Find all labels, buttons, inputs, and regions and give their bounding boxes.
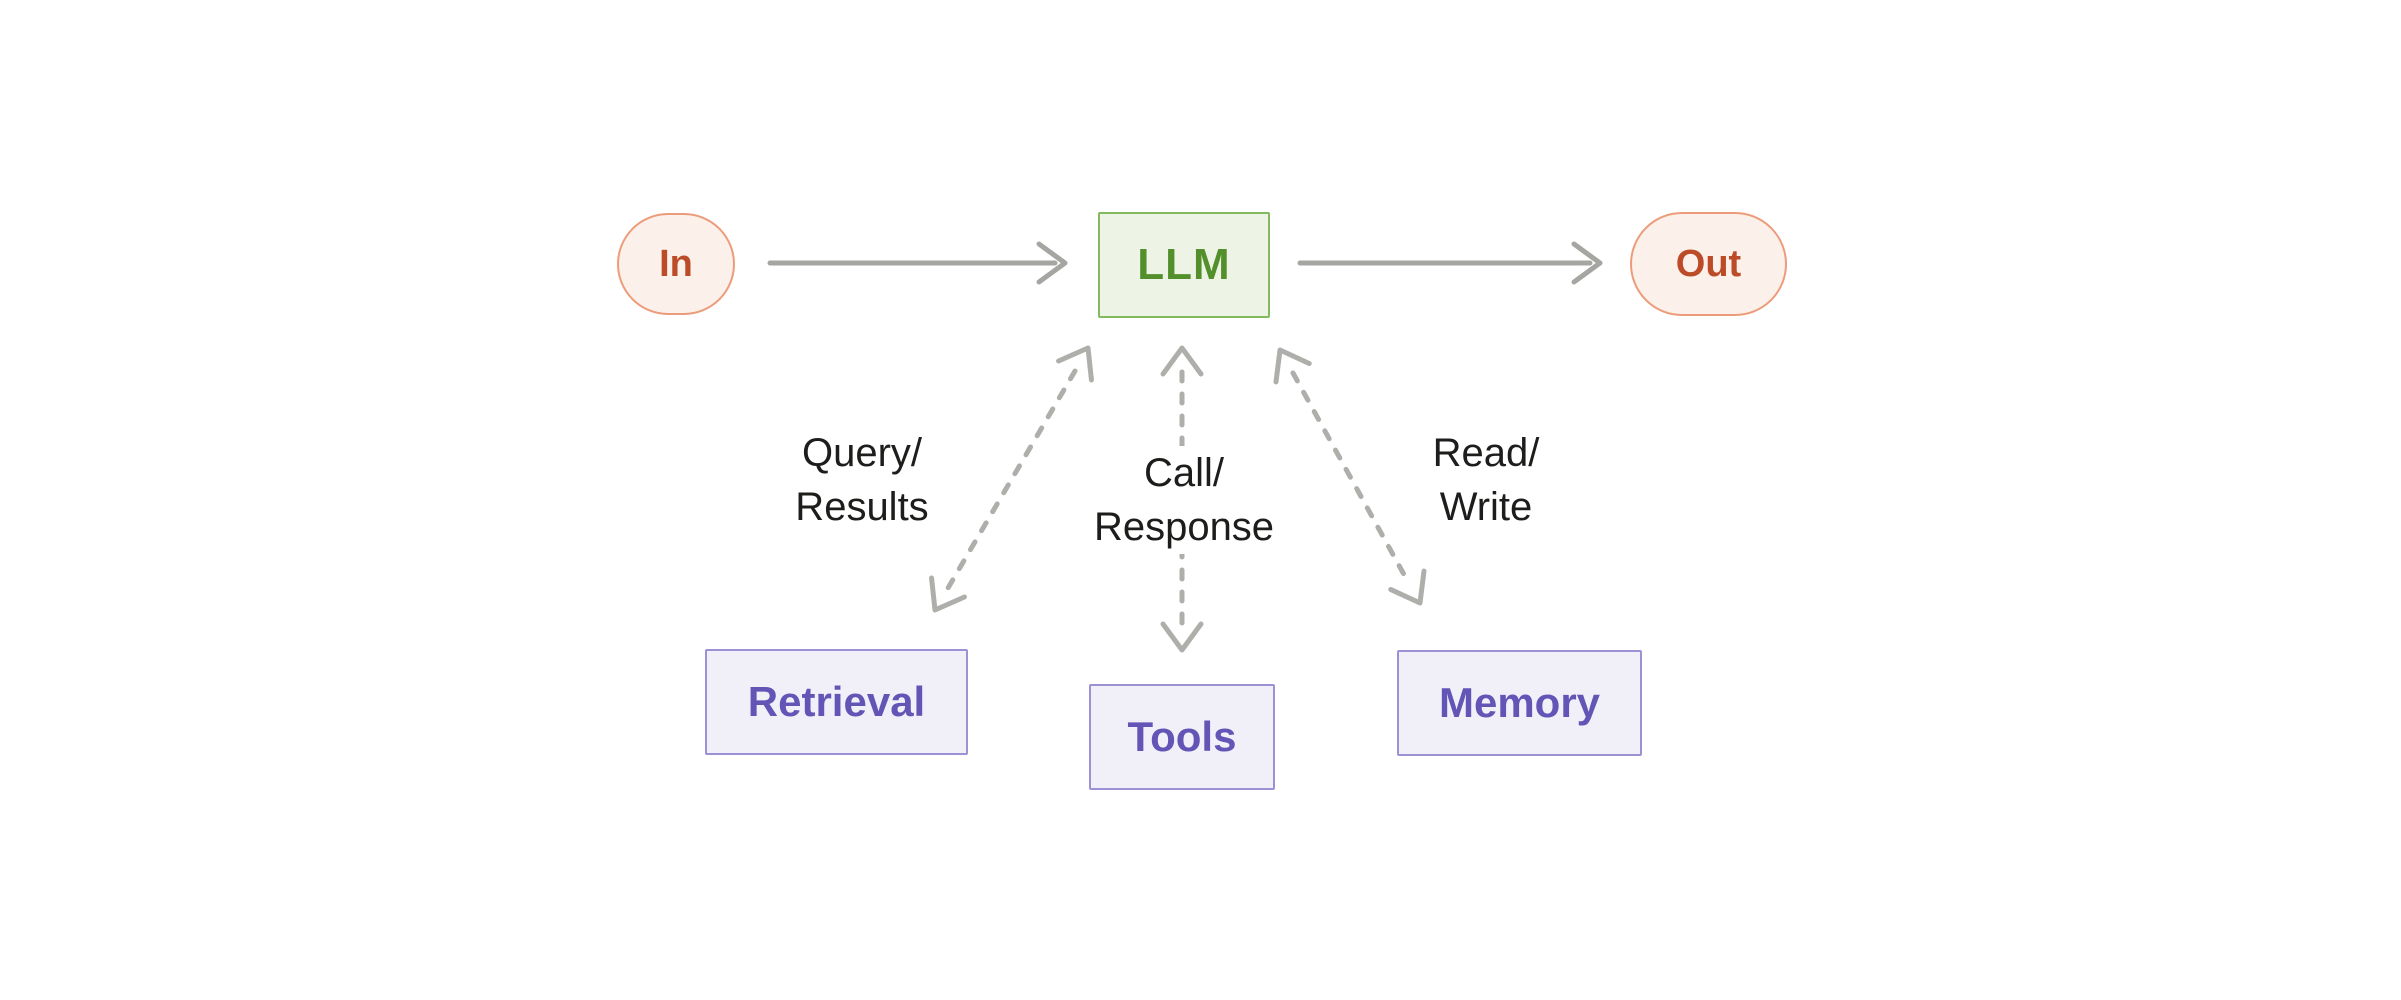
call-response-label-line2: Response [1093, 505, 1275, 549]
llm-node: LLM [1098, 212, 1270, 318]
query-results-label-line2: Results [795, 485, 929, 529]
llm-tools-arrow [1160, 345, 1204, 653]
retrieval-node: Retrieval [705, 649, 968, 755]
retrieval-node-label: Retrieval [747, 678, 926, 725]
out-node: Out [1630, 212, 1787, 316]
llm-node-label: LLM [1137, 240, 1231, 289]
arrowhead-right-icon [1036, 241, 1068, 285]
query-results-label-line1: Query/ [801, 431, 923, 475]
tools-node-label: Tools [1127, 713, 1237, 760]
llm-memory-arrow [1273, 347, 1427, 606]
arrowhead-up-icon [1160, 345, 1204, 377]
arrowhead-down-icon [1160, 621, 1204, 653]
tools-node: Tools [1089, 684, 1275, 790]
in-to-llm-arrow [767, 241, 1068, 285]
query-results-label: Query/ Results [785, 426, 939, 534]
read-write-label: Read/ Write [1422, 426, 1550, 534]
arrowhead-down-left-icon [929, 575, 967, 613]
arrowhead-down-right-icon [1388, 568, 1427, 606]
read-write-label-line1: Read/ [1432, 431, 1540, 475]
call-response-label: Call/ Response [1083, 446, 1285, 554]
arrowhead-up-right-icon [1056, 345, 1094, 383]
in-node: In [617, 213, 735, 315]
read-write-label-line2: Write [1439, 485, 1533, 529]
llm-to-out-arrow [1297, 241, 1603, 285]
in-node-label: In [659, 242, 693, 285]
memory-node-label: Memory [1438, 679, 1601, 726]
memory-node: Memory [1397, 650, 1642, 756]
llm-retrieval-arrow [929, 345, 1094, 613]
out-node-label: Out [1675, 242, 1742, 285]
arrowhead-up-left-icon [1273, 347, 1312, 385]
arrowhead-right-icon [1571, 241, 1603, 285]
call-response-label-line1: Call/ [1143, 451, 1225, 495]
